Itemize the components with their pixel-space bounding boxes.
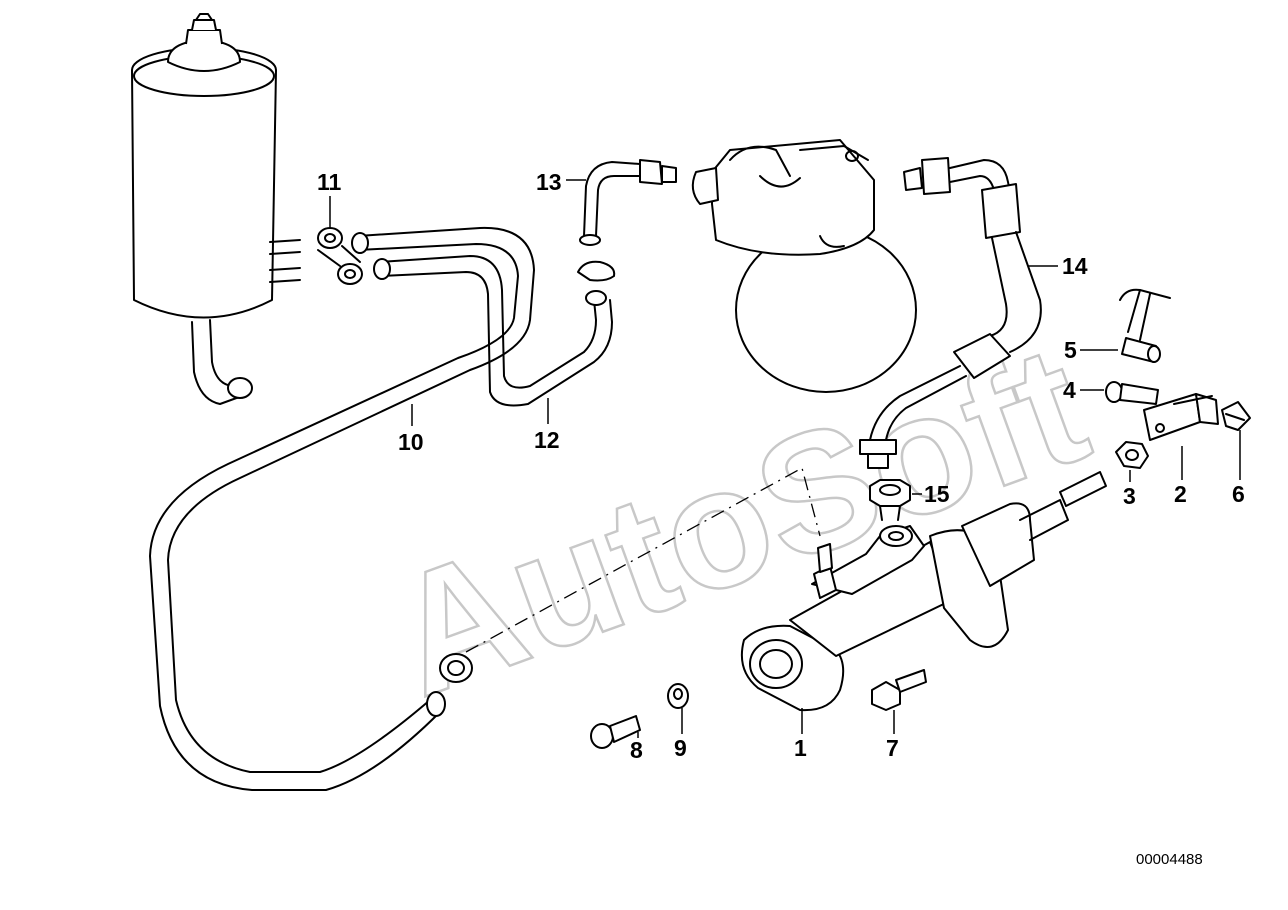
part-14-pressure-pipe — [859, 157, 1042, 469]
assembly-line — [465, 467, 821, 653]
callout-14: 14 — [1062, 253, 1088, 279]
part-6-retaining-clip — [1221, 401, 1251, 431]
part-10-return-hose — [149, 226, 535, 791]
part-3-hex-nut — [1115, 441, 1149, 469]
callout-2: 2 — [1174, 481, 1187, 507]
callout-1: 1 — [794, 735, 807, 761]
callout-6: 6 — [1232, 481, 1245, 507]
pressure-accumulator — [691, 139, 917, 393]
callout-15: 15 — [924, 481, 950, 507]
part-7-bolt — [871, 669, 927, 711]
hose-clamp — [439, 653, 473, 683]
callout-5: 5 — [1064, 337, 1077, 363]
leader-lines — [329, 179, 1241, 738]
callout-8: 8 — [630, 737, 643, 763]
diagram-reference: 00004488 — [1136, 851, 1203, 868]
part-11-hose-clamp — [317, 227, 363, 285]
part-4-bolt — [1105, 381, 1159, 405]
part-5-pin-clip — [1119, 288, 1171, 363]
callout-10: 10 — [398, 429, 424, 455]
callout-12: 12 — [534, 427, 560, 453]
part-12-feed-hose — [373, 255, 616, 407]
part-13-brake-pipe — [579, 159, 677, 246]
callout-7: 7 — [886, 735, 899, 761]
callout-9: 9 — [674, 735, 687, 761]
callout-4: 4 — [1063, 377, 1076, 403]
callout-13: 13 — [536, 169, 562, 195]
fluid-reservoir — [131, 13, 301, 405]
callout-11: 11 — [317, 169, 342, 195]
part-1-master-cylinder — [740, 471, 1107, 712]
callout-3: 3 — [1123, 483, 1136, 509]
part-2-clevis-fork — [1143, 393, 1219, 441]
part-9-washer — [667, 683, 689, 709]
part-15-union-nut — [869, 479, 911, 521]
part-8-bolt — [590, 715, 641, 749]
